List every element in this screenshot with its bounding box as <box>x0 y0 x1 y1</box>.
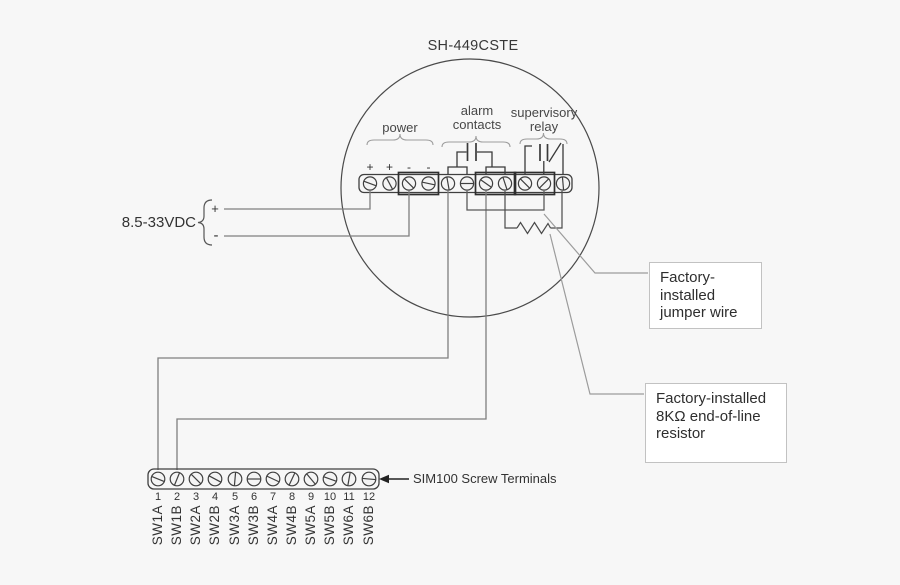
polarity-mark-plus-1: + <box>366 160 374 174</box>
terminal-number: 2 <box>173 491 181 503</box>
main-terminal-strip <box>358 171 573 196</box>
screw-terminal <box>265 471 281 487</box>
screw-terminal <box>284 471 300 487</box>
jumper-wire-callout: Factory- installed jumper wire <box>649 262 762 329</box>
eol-resistor <box>504 191 563 235</box>
screw-terminal <box>341 471 357 487</box>
sim100-label: SIM100 Screw Terminals <box>413 471 557 486</box>
eol-resistor-callout: Factory-installed 8KΩ end-of-line resist… <box>645 383 787 463</box>
screw-terminal <box>497 176 513 191</box>
sw-terminal-label: SW2A <box>188 505 203 546</box>
terminal-group-box <box>513 171 556 196</box>
sw-terminal-label: SW4A <box>265 505 280 546</box>
screw-terminal <box>401 176 417 191</box>
screw-terminal <box>188 471 204 487</box>
polarity-mark-minus-2: - <box>426 160 431 174</box>
screw-terminal <box>517 176 533 191</box>
jumper-pointer-line <box>543 213 648 274</box>
sw-terminal-label: SW3A <box>227 505 242 546</box>
terminal-number: 3 <box>192 491 200 503</box>
screw-terminal <box>440 176 456 191</box>
polarity-mark-plus-2: + <box>385 160 393 174</box>
polarity-mark-minus-1: - <box>407 160 411 174</box>
main-strip-screws <box>362 176 571 191</box>
supervisory-bracket <box>519 132 568 145</box>
wire-alarm-to-sw1a <box>157 191 449 470</box>
sw-terminal-label: SW4B <box>284 505 299 546</box>
alarm-bracket <box>441 135 511 148</box>
screw-terminal <box>246 471 262 487</box>
terminal-number: 7 <box>269 491 277 503</box>
sw-terminal-label: SW6A <box>341 505 356 546</box>
screw-terminal <box>555 176 571 191</box>
sw-terminal-label: SW2B <box>207 505 222 546</box>
screw-terminal <box>478 176 494 191</box>
power-plus-wire <box>224 191 371 210</box>
sim100-screws <box>150 471 377 487</box>
screw-terminal <box>169 471 185 487</box>
terminal-number: 11 <box>343 491 355 503</box>
device-circle <box>340 58 600 318</box>
power-minus-wire <box>224 191 410 237</box>
alarm-contacts-group-label: alarm contacts <box>452 103 502 132</box>
sw-terminal-label: SW5A <box>303 505 318 546</box>
screw-terminal <box>361 471 377 487</box>
terminal-group-box <box>397 171 440 196</box>
vdc-brace <box>197 199 213 246</box>
terminal-number: 8 <box>288 491 296 503</box>
screw-terminal <box>536 176 552 191</box>
alarm-contact-symbol <box>447 143 506 174</box>
terminal-number: 10 <box>323 491 337 503</box>
terminal-number: 4 <box>211 491 219 503</box>
terminal-number: 12 <box>362 491 376 503</box>
power-source-minus: - <box>213 227 219 244</box>
sw-terminal-label: SW6B <box>361 505 376 546</box>
terminal-number: 1 <box>154 491 162 503</box>
sim100-arrow <box>379 474 409 484</box>
power-bracket <box>366 133 434 146</box>
screw-terminal <box>150 471 166 487</box>
device-title: SH-449CSTE <box>427 38 519 54</box>
terminal-number: 6 <box>250 491 258 503</box>
screw-terminal <box>459 176 475 191</box>
screw-terminal <box>382 176 397 191</box>
terminal-number: 5 <box>231 491 239 503</box>
sw-terminal-label: SW3B <box>246 505 261 546</box>
power-source-label: 8.5-33VDC <box>121 214 196 231</box>
screw-terminal <box>362 176 378 191</box>
power-source-plus: + <box>211 201 219 216</box>
wire-alarm-to-sw1b <box>176 191 487 470</box>
screw-terminal <box>207 471 223 487</box>
resistor-pointer-line <box>549 233 644 395</box>
screw-terminal <box>421 176 436 191</box>
screw-terminal <box>303 471 319 487</box>
supervisory-relay-group-label: supervisory relay <box>510 105 578 134</box>
screw-terminal <box>322 471 338 487</box>
sw-terminal-label: SW1A <box>150 505 165 546</box>
terminal-group-box <box>474 171 517 196</box>
supervisory-relay-symbol <box>524 142 564 174</box>
sw-terminal-label: SW1B <box>169 505 184 546</box>
power-group-label: power <box>382 120 418 135</box>
screw-terminal <box>227 471 243 487</box>
terminal-number: 9 <box>307 491 315 503</box>
sw-terminal-label: SW5B <box>322 505 337 546</box>
